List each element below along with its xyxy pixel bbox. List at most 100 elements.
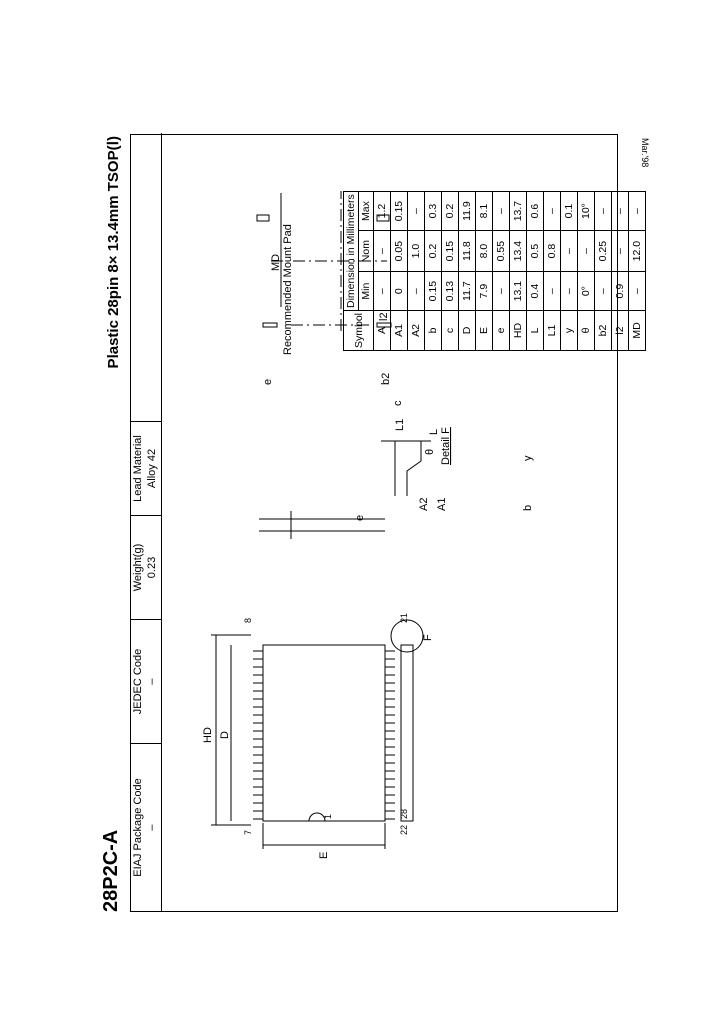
- cell-min: 0: [390, 271, 408, 311]
- cell-nom: 8.0: [475, 230, 493, 272]
- cell-min: 0.9: [611, 271, 629, 311]
- cell-symbol: c: [441, 310, 459, 351]
- pin-label-28: 28: [399, 809, 409, 819]
- col-max: Max: [358, 191, 374, 231]
- col-nom: Nom: [358, 230, 374, 272]
- cell-max: 0.6: [526, 191, 544, 231]
- cell-min: –: [407, 271, 425, 311]
- cell-max: –: [492, 191, 510, 231]
- cell-min: –: [594, 271, 612, 311]
- cell-symbol: A: [373, 310, 391, 351]
- cell-max: 10°: [577, 191, 595, 231]
- package-drawing: E HD D F e b y A2 A1 L1 L c θ Detail F M…: [202, 191, 534, 859]
- table-row: e–0.55–: [492, 191, 510, 351]
- label-l2: l2: [378, 312, 390, 321]
- dimension-title: Dimension in Millimeters: [343, 191, 359, 311]
- cell-max: 8.1: [475, 191, 493, 231]
- label-y: y: [522, 455, 534, 461]
- pin-label-8: 8: [243, 618, 253, 623]
- cell-nom: 0.15: [441, 230, 459, 272]
- cell-symbol: θ: [577, 310, 595, 351]
- label-l: L: [428, 429, 440, 435]
- cell-min: –: [373, 271, 391, 311]
- cell-max: –: [543, 191, 561, 231]
- cell-nom: 0.05: [390, 230, 408, 272]
- cell-nom: –: [560, 230, 578, 272]
- col-min: Min: [358, 271, 374, 311]
- pin1-notch: [308, 812, 326, 822]
- label-e: E: [318, 852, 330, 859]
- cell-max: –: [611, 191, 629, 231]
- cell-nom: 11.8: [458, 230, 476, 272]
- cell-max: 1.2: [373, 191, 391, 231]
- cell-min: 13.1: [509, 271, 527, 311]
- drawing-frame: EIAJ Package Code – JEDEC Code – Weight(…: [130, 133, 646, 912]
- table-row: MD–12.0–: [628, 191, 646, 351]
- cell-max: 0.2: [441, 191, 459, 231]
- revision-date: Mar.'98: [640, 138, 650, 168]
- cell-nom: 0.25: [594, 230, 612, 272]
- side-view-body: [400, 644, 414, 822]
- cell-nom: –: [373, 230, 391, 272]
- pin-label-7: 7: [243, 830, 253, 835]
- label-a1: A1: [436, 498, 448, 511]
- cell-symbol: l2: [611, 310, 629, 351]
- label-b2: b2: [380, 373, 392, 385]
- cell-symbol: A2: [407, 310, 425, 351]
- cell-max: –: [594, 191, 612, 231]
- rotated-drawing-sheet: 28P2C-A Plastic 28pin 8× 13.4mm TSOP(Ⅰ) …: [100, 132, 646, 912]
- leads-top: [253, 650, 263, 820]
- cell-nom: 1.0: [407, 230, 425, 272]
- cell-nom: –: [611, 230, 629, 272]
- table-row: A2–1.0–: [407, 191, 425, 351]
- cell-nom: 0.5: [526, 230, 544, 272]
- label-hd: HD: [202, 727, 214, 743]
- cell-min: –: [628, 271, 646, 311]
- cell-min: –: [543, 271, 561, 311]
- leads-bottom: [385, 650, 395, 820]
- detail-f-lead: [406, 441, 422, 496]
- table-row: A––1.2: [373, 191, 391, 351]
- col-symbol: Symbol: [343, 310, 374, 351]
- cell-max: 0.1: [560, 191, 578, 231]
- label-md: MD: [270, 254, 282, 271]
- cell-symbol: L: [526, 310, 544, 351]
- cell-min: 11.7: [458, 271, 476, 311]
- label-e-pad: e: [262, 379, 274, 385]
- cell-min: 0°: [577, 271, 595, 311]
- detail-f-circle: [390, 619, 424, 653]
- cell-min: 0.15: [424, 271, 442, 311]
- cell-symbol: HD: [509, 310, 527, 351]
- cell-min: 0.13: [441, 271, 459, 311]
- cell-max: –: [407, 191, 425, 231]
- cell-min: 7.9: [475, 271, 493, 311]
- cell-nom: 0.55: [492, 230, 510, 272]
- label-l1: L1: [394, 419, 406, 431]
- table-row: y––0.1: [560, 191, 578, 351]
- label-detail-f: Detail F: [440, 427, 452, 465]
- dimension-table: Symbol Dimension in Millimeters Min Nom …: [343, 191, 646, 351]
- cell-symbol: L1: [543, 310, 561, 351]
- cell-min: 0.4: [526, 271, 544, 311]
- pin-label-22: 22: [399, 825, 409, 835]
- cell-symbol: E: [475, 310, 493, 351]
- cell-nom: 12.0: [628, 230, 646, 272]
- cell-symbol: y: [560, 310, 578, 351]
- cell-nom: 13.4: [509, 230, 527, 272]
- table-row: L1–0.8–: [543, 191, 561, 351]
- mount-pad-drawing: [256, 191, 392, 331]
- label-d: D: [219, 731, 231, 739]
- label-b: b: [522, 505, 534, 511]
- cell-nom: 0.8: [543, 230, 561, 272]
- cell-symbol: b2: [594, 310, 612, 351]
- cell-symbol: D: [458, 310, 476, 351]
